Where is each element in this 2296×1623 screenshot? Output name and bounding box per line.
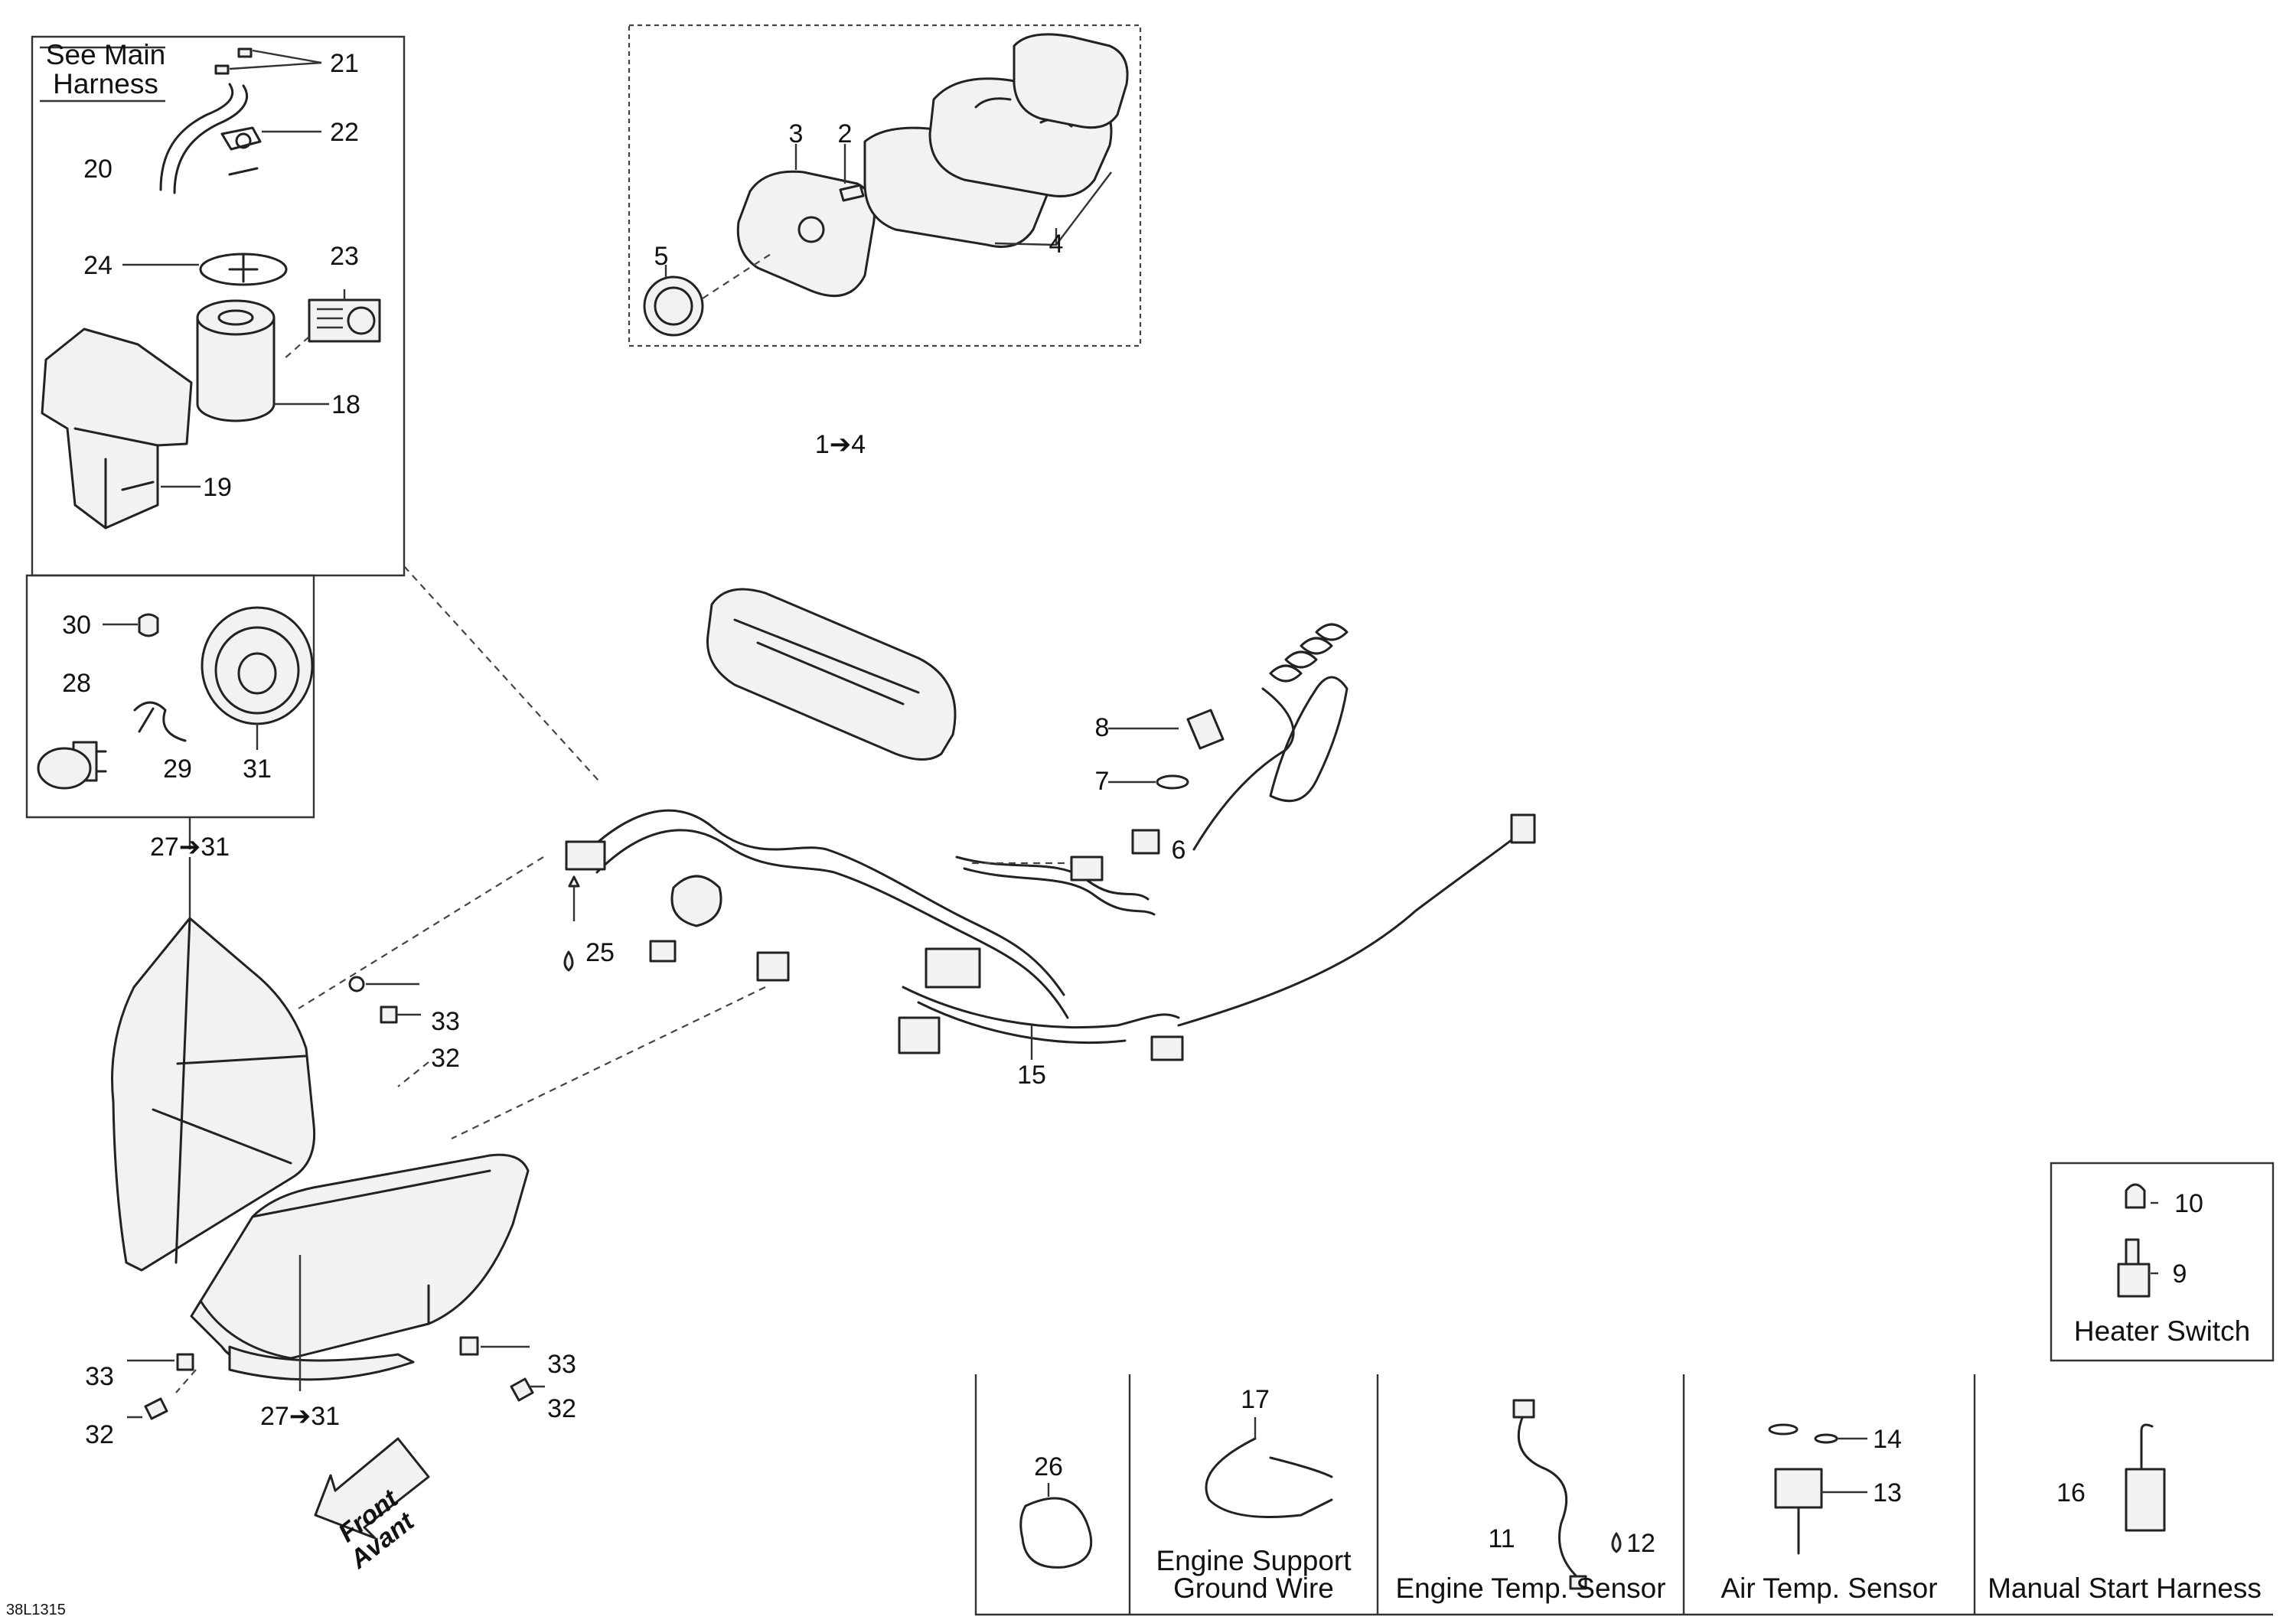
engine-temp-sensor-caption: Engine Temp. Sensor bbox=[1395, 1572, 1665, 1604]
air-temp-sensor-caption: Air Temp. Sensor bbox=[1720, 1572, 1937, 1604]
callout-3: 3 bbox=[789, 119, 804, 148]
callout-6: 6 bbox=[1172, 836, 1186, 865]
callout-32-a: 32 bbox=[431, 1044, 460, 1073]
callout-16: 16 bbox=[2056, 1478, 2086, 1507]
warning-label-23-art bbox=[308, 298, 381, 343]
callout-32-c: 32 bbox=[85, 1420, 114, 1449]
callout-21: 21 bbox=[330, 49, 359, 78]
front-direction-arrow: Front Avant bbox=[314, 1437, 430, 1575]
callout-1-4: 1➔4 bbox=[815, 430, 866, 459]
engine-support-caption-1: Engine Support bbox=[1156, 1545, 1352, 1576]
wire-20-art bbox=[159, 83, 234, 191]
note-line-2: Harness bbox=[53, 68, 158, 99]
callout-25: 25 bbox=[585, 938, 615, 967]
callout-30: 30 bbox=[62, 611, 91, 640]
cap-30-art bbox=[138, 613, 159, 637]
manual-start-harness-16-art bbox=[2125, 1468, 2166, 1532]
bottom-panels bbox=[974, 1374, 2273, 1616]
callout-19: 19 bbox=[203, 473, 232, 502]
callout-31: 31 bbox=[243, 754, 272, 784]
decal-5-art bbox=[643, 275, 704, 337]
callout-33-b: 33 bbox=[547, 1350, 576, 1379]
band-clamp-26-art bbox=[1019, 1497, 1093, 1569]
callout-11: 11 bbox=[1488, 1524, 1515, 1553]
callout-13: 13 bbox=[1873, 1478, 1902, 1507]
callout-10: 10 bbox=[2174, 1189, 2203, 1218]
screw-2-art bbox=[839, 184, 865, 202]
relay-panel: See Main Harness bbox=[31, 35, 599, 781]
screw-21-art bbox=[237, 47, 253, 58]
gauge-panel bbox=[628, 24, 1142, 347]
callout-27-31-top: 27➔31 bbox=[150, 833, 230, 862]
terminal-22-art bbox=[220, 126, 262, 176]
callout-12: 12 bbox=[1626, 1529, 1655, 1558]
headlamp-art bbox=[111, 857, 545, 1420]
panel-captions: Engine Support Ground Wire Engine Temp. … bbox=[1156, 1545, 2261, 1604]
callout-18: 18 bbox=[331, 390, 360, 419]
callout-27-31-bottom: 27➔31 bbox=[260, 1402, 340, 1431]
callout-9: 9 bbox=[2173, 1260, 2187, 1289]
callout-14: 14 bbox=[1873, 1425, 1902, 1454]
bulb-28-art bbox=[37, 741, 107, 790]
callout-15: 15 bbox=[1017, 1061, 1046, 1090]
callout-4: 4 bbox=[1049, 230, 1064, 259]
reflector-31-art bbox=[201, 606, 314, 725]
bulb-panel bbox=[25, 574, 315, 849]
heater-switch-caption: Heater Switch bbox=[2074, 1315, 2250, 1347]
callout-22: 22 bbox=[330, 118, 359, 147]
callout-5: 5 bbox=[654, 242, 669, 271]
callout-7: 7 bbox=[1095, 767, 1110, 796]
washer-24-art bbox=[199, 253, 288, 286]
callout-28: 28 bbox=[62, 669, 91, 698]
clip-29-art bbox=[133, 701, 187, 742]
relay-18-art bbox=[196, 299, 276, 422]
note-line-1: See Main bbox=[46, 39, 165, 70]
callout-26: 26 bbox=[1034, 1452, 1063, 1481]
callout-24: 24 bbox=[83, 251, 113, 280]
engine-temp-sensor-11-art bbox=[1517, 1414, 1578, 1578]
holder-19-art bbox=[41, 328, 193, 530]
callout-29: 29 bbox=[163, 754, 192, 784]
callout-labels: 1➔4 2 3 4 5 6 7 8 9 10 11 12 13 14 15 16… bbox=[62, 49, 2203, 1558]
air-temp-sensor-13-art bbox=[1774, 1468, 1823, 1509]
callout-8: 8 bbox=[1095, 713, 1110, 742]
callout-2: 2 bbox=[838, 119, 853, 148]
callout-23: 23 bbox=[330, 242, 359, 271]
callout-20: 20 bbox=[83, 155, 113, 184]
bezel-3-art bbox=[736, 170, 876, 298]
main-assembly-art bbox=[298, 588, 1536, 1139]
oil-drop-icon bbox=[563, 950, 574, 972]
diagram-code: 38L1315 bbox=[6, 1602, 66, 1618]
callout-32-b: 32 bbox=[547, 1394, 576, 1423]
arrow-icon bbox=[314, 1437, 430, 1540]
engine-support-caption-2: Ground Wire bbox=[1173, 1572, 1334, 1604]
callout-33-c: 33 bbox=[85, 1362, 114, 1391]
oil-drop-icon-2 bbox=[1611, 1532, 1622, 1553]
see-main-harness-note: See Main Harness bbox=[40, 39, 165, 103]
heater-switch-panel: Heater Switch bbox=[2050, 1162, 2275, 1362]
ground-wire-17-art bbox=[1205, 1437, 1333, 1518]
callout-33-a: 33 bbox=[431, 1007, 460, 1036]
callout-17: 17 bbox=[1241, 1385, 1270, 1414]
manual-start-harness-caption: Manual Start Harness bbox=[1988, 1572, 2262, 1604]
